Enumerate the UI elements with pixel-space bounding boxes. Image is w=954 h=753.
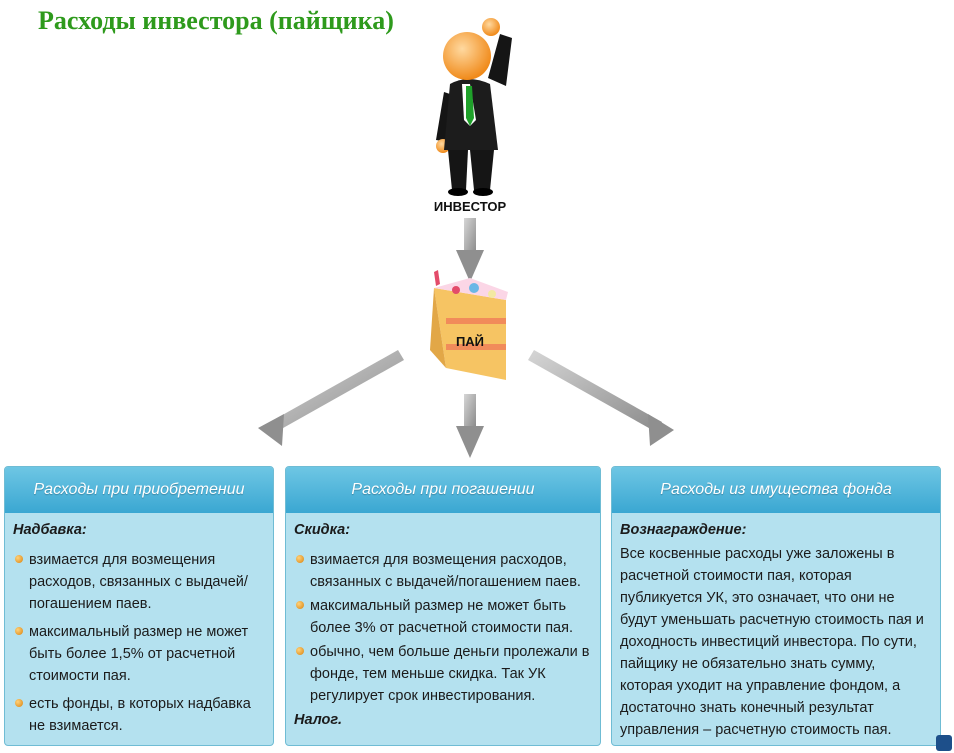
arrow-left-down-icon — [258, 350, 404, 446]
box-redemption: Расходы при погашении Скидка: взимается … — [285, 466, 601, 746]
box-subtitle: Скидка: — [294, 522, 351, 538]
corner-logo-icon — [936, 735, 952, 751]
list-item: есть фонды, в которых надбавка не взимае… — [13, 693, 265, 737]
diagram-graphics — [258, 18, 674, 458]
bullet-icon — [15, 555, 23, 563]
bullet-icon — [296, 647, 304, 655]
arrow-right-down-icon — [528, 350, 674, 446]
box-subtitle-tax: Налог. — [294, 712, 342, 728]
bullet-icon — [15, 699, 23, 707]
box-acquisition: Расходы при приобретении Надбавка: взима… — [4, 466, 274, 746]
arrow-center-down-icon — [456, 394, 484, 458]
page-title: Расходы инвестора (пайщика) — [38, 6, 394, 35]
pai-label: ПАЙ — [455, 334, 485, 349]
box-text: Все косвенные расходы уже заложены в рас… — [620, 546, 924, 738]
investor-figure-icon — [436, 18, 512, 196]
list-item: взимается для возмещения расходов, связа… — [294, 549, 592, 593]
cake-slice-icon — [430, 270, 508, 380]
list-item: максимальный размер не может быть более … — [294, 595, 592, 639]
bullet-icon — [15, 627, 23, 635]
bullet-icon — [296, 555, 304, 563]
box-header: Расходы при приобретении — [5, 467, 273, 513]
box-header: Расходы при погашении — [286, 467, 600, 513]
arrow-down-icon — [456, 218, 484, 282]
bullet-icon — [296, 601, 304, 609]
list-item: обычно, чем больше деньги пролежали в фо… — [294, 641, 592, 707]
box-header: Расходы из имущества фонда — [612, 467, 940, 513]
list-item: максимальный размер не может быть более … — [13, 621, 265, 687]
box-subtitle: Надбавка: — [13, 522, 87, 538]
investor-label: ИНВЕСТОР — [433, 199, 507, 214]
box-fund-assets: Расходы из имущества фонда Вознаграждени… — [611, 466, 941, 746]
box-subtitle: Вознаграждение: — [620, 522, 747, 538]
list-item: взимается для возмещения расходов, связа… — [13, 549, 265, 615]
